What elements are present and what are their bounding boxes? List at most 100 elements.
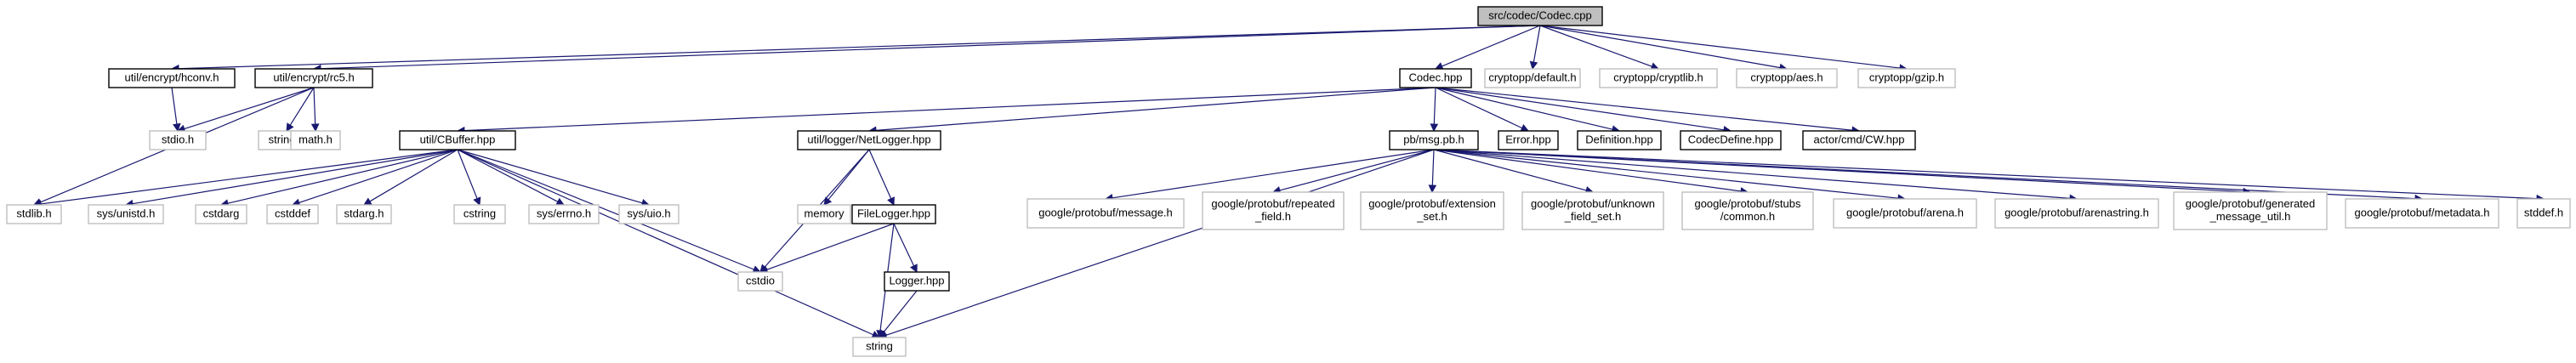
edge-line bbox=[457, 149, 559, 202]
node-math_h: math.h bbox=[290, 130, 341, 150]
node-pb_arena: google/protobuf/arena.h bbox=[1833, 198, 1977, 229]
edge-msgpb-to-pb_generated bbox=[1433, 149, 2252, 196]
node-codec_cpp[interactable]: src/codec/Codec.cpp bbox=[1477, 6, 1603, 26]
node-label: Logger.hpp bbox=[889, 274, 944, 286]
edge-line bbox=[1435, 87, 1725, 131]
edge-line bbox=[320, 25, 1541, 70]
node-pb_metadata: google/protobuf/metadata.h bbox=[2345, 198, 2499, 229]
edge-line bbox=[1433, 149, 2071, 199]
edge-codec_cpp-to-crypto_default bbox=[1529, 25, 1541, 71]
edge-line bbox=[463, 87, 1436, 132]
arrowhead-icon bbox=[473, 196, 481, 207]
node-box bbox=[1399, 68, 1472, 88]
node-label: cstdarg bbox=[203, 207, 240, 219]
arrowhead-icon bbox=[310, 123, 320, 133]
arrowhead-icon bbox=[1430, 123, 1439, 133]
node-pb_extension: google/protobuf/extension_set.h bbox=[1360, 191, 1504, 230]
edge-rc5-to-math_h bbox=[310, 87, 320, 133]
edge-line bbox=[457, 149, 643, 204]
node-box bbox=[1833, 198, 1977, 229]
edge-msgpb-to-pb_repeated bbox=[1271, 149, 1435, 195]
node-label: Definition.hpp bbox=[1585, 133, 1653, 145]
node-label: stddef.h bbox=[2524, 206, 2563, 218]
edge-line bbox=[885, 149, 1435, 337]
node-pb_generated: google/protobuf/generated_message_util.h bbox=[2173, 191, 2328, 230]
node-unistd: sys/unistd.h bbox=[88, 204, 164, 224]
edge-line bbox=[1279, 149, 1435, 191]
arrowhead-icon bbox=[887, 196, 895, 207]
edge-line bbox=[883, 290, 918, 333]
edge-cbuffer-to-unistd bbox=[124, 149, 458, 208]
edge-cbuffer-to-cstddef bbox=[291, 149, 458, 207]
node-hconv[interactable]: util/encrypt/hconv.h bbox=[108, 68, 236, 88]
node-cstdio: cstdio bbox=[737, 271, 783, 292]
node-label: _field.h bbox=[1254, 210, 1291, 223]
node-label: sys/errno.h bbox=[537, 207, 591, 219]
node-box bbox=[254, 68, 373, 88]
edge-logger-to-string bbox=[879, 290, 918, 338]
edge-line bbox=[1433, 149, 1899, 199]
node-box bbox=[1577, 130, 1662, 150]
node-label: google/protobuf/extension bbox=[1368, 197, 1496, 210]
edge-msgpb-to-pb_arena bbox=[1433, 149, 1907, 202]
node-label: cryptopp/cryptlib.h bbox=[1613, 71, 1703, 83]
edge-line bbox=[1433, 149, 1587, 191]
node-rc5[interactable]: util/encrypt/rc5.h bbox=[254, 68, 373, 88]
node-label: string bbox=[866, 339, 893, 352]
node-label: _message_util.h bbox=[2209, 210, 2291, 223]
edge-line bbox=[1442, 25, 1541, 67]
edge-line bbox=[457, 149, 478, 199]
edge-codec_cpp-to-cryptlib bbox=[1539, 25, 1660, 71]
node-netlogger[interactable]: util/logger/NetLogger.hpp bbox=[797, 130, 941, 150]
node-cstdarg: cstdarg bbox=[195, 204, 247, 224]
arrowhead-icon bbox=[1529, 60, 1538, 71]
edge-line bbox=[40, 149, 458, 205]
node-crypto_default: cryptopp/default.h bbox=[1484, 68, 1581, 88]
node-box bbox=[108, 68, 236, 88]
node-label: cstring bbox=[463, 207, 496, 219]
node-error[interactable]: Error.hpp bbox=[1498, 130, 1559, 150]
node-label: _set.h bbox=[1416, 210, 1447, 223]
node-string: string bbox=[852, 337, 907, 357]
node-msgpb[interactable]: pb/msg.pb.h bbox=[1389, 130, 1479, 150]
arrowhead-icon bbox=[173, 122, 181, 133]
node-cstring: cstring bbox=[453, 204, 506, 224]
arrowhead-icon bbox=[555, 197, 565, 206]
node-label: google/protobuf/unknown bbox=[1531, 197, 1655, 210]
node-logger[interactable]: Logger.hpp bbox=[884, 271, 950, 292]
node-box bbox=[266, 204, 319, 224]
edge-line bbox=[1539, 25, 1781, 69]
node-box bbox=[6, 204, 62, 224]
edge-line bbox=[766, 223, 895, 270]
node-cw[interactable]: actor/cmd/CW.hpp bbox=[1802, 130, 1916, 150]
node-codec_hpp[interactable]: Codec.hpp bbox=[1399, 68, 1472, 88]
node-box bbox=[1202, 191, 1345, 230]
edge-line bbox=[1435, 87, 1853, 131]
node-box bbox=[852, 337, 907, 357]
edge-codec_hpp-to-codecdefine bbox=[1435, 87, 1732, 134]
edge-line bbox=[178, 25, 1541, 70]
node-codecdefine[interactable]: CodecDefine.hpp bbox=[1680, 130, 1782, 150]
node-definition[interactable]: Definition.hpp bbox=[1577, 130, 1662, 150]
node-cbuffer[interactable]: util/CBuffer.hpp bbox=[399, 130, 516, 150]
node-box bbox=[1026, 198, 1185, 229]
node-pb_message: google/protobuf/message.h bbox=[1026, 198, 1185, 229]
edge-line bbox=[1435, 87, 1613, 130]
node-stdio_h: stdio.h bbox=[149, 130, 207, 150]
node-box bbox=[851, 204, 936, 224]
edge-rc5-to-stdio_h bbox=[176, 87, 315, 133]
node-filelogger[interactable]: FileLogger.hpp bbox=[851, 204, 936, 224]
node-box bbox=[797, 130, 941, 150]
node-box bbox=[1498, 130, 1559, 150]
arrowhead-icon bbox=[1428, 184, 1437, 194]
node-cstddef: cstddef bbox=[266, 204, 319, 224]
edge-line bbox=[875, 87, 1436, 131]
node-box bbox=[1736, 68, 1838, 88]
node-pb_unknown: google/protobuf/unknown_field_set.h bbox=[1521, 191, 1664, 230]
edge-line bbox=[1431, 149, 1435, 186]
node-errno: sys/errno.h bbox=[528, 204, 600, 224]
node-cryptlib: cryptopp/cryptlib.h bbox=[1599, 68, 1718, 88]
node-label: stdarg.h bbox=[344, 207, 384, 219]
node-box bbox=[737, 271, 783, 292]
